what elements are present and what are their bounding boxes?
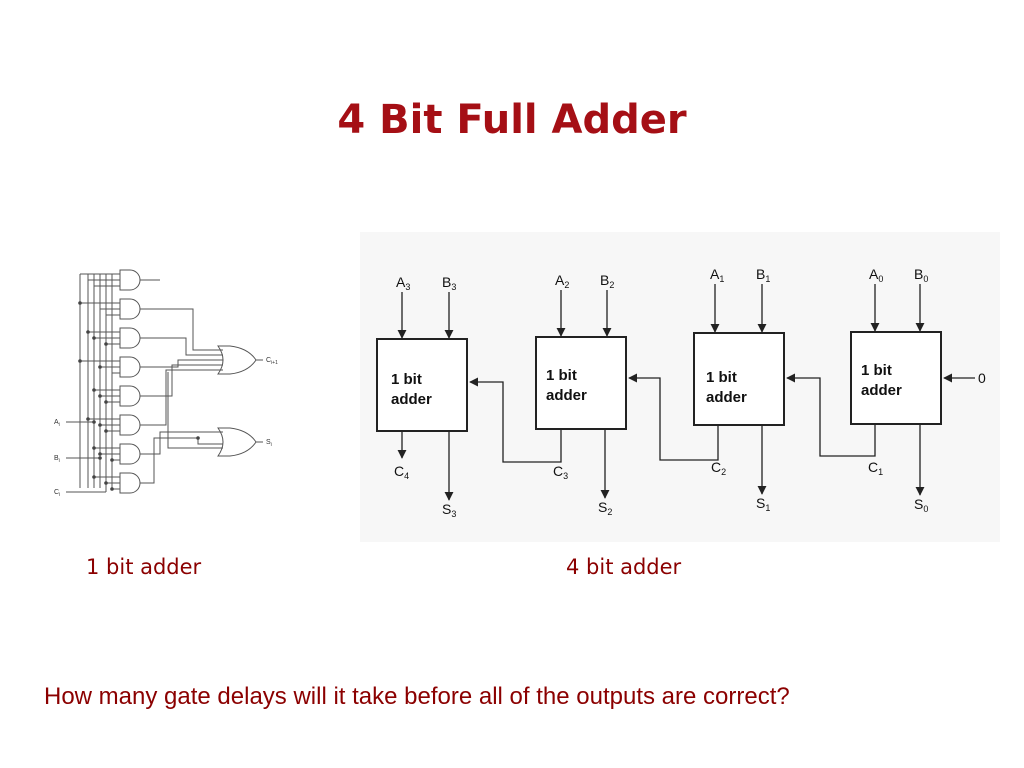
label-b3: B3 (442, 274, 456, 292)
output-label-carry: Ci+1 (266, 357, 278, 366)
block-2-label-line2: adder (546, 387, 587, 404)
block-2-label-line1: 1 bit (546, 367, 577, 384)
question-text: How many gate delays will it take before… (44, 683, 790, 710)
caption-four-bit-adder: 4 bit adder (566, 555, 682, 579)
label-a0: A0 (869, 266, 883, 284)
output-label-sum: Si (266, 439, 272, 448)
label-b0: B0 (914, 266, 928, 284)
block-3-label-line2: adder (391, 391, 432, 408)
label-b2: B2 (600, 272, 614, 290)
four-bit-ripple-adder-diagram: 1 bit adder 1 bit adder 1 bit adder 1 bi… (360, 232, 1000, 542)
label-a2: A2 (555, 272, 569, 290)
label-c2: C2 (711, 459, 726, 477)
label-c1: C1 (868, 459, 883, 477)
block-1-label-line1: 1 bit (706, 369, 737, 386)
block-1-label-line2: adder (706, 389, 747, 406)
block-0-label-line1: 1 bit (861, 362, 892, 379)
label-c3: C3 (553, 463, 568, 481)
input-label-c: Ci (54, 489, 60, 498)
block-0-label-line2: adder (861, 382, 902, 399)
label-s3: S3 (442, 501, 456, 519)
label-s0: S0 (914, 496, 928, 514)
slide-title: 4 Bit Full Adder (337, 96, 687, 143)
label-s1: S1 (756, 495, 770, 513)
label-a1: A1 (710, 266, 724, 284)
carry-in-label: 0 (978, 370, 986, 386)
label-c4: C4 (394, 463, 409, 481)
block-3-label-line1: 1 bit (391, 371, 422, 388)
one-bit-adder-gate-diagram: Ai Bi Ci Ci+1 Si (54, 269, 278, 498)
label-s2: S2 (598, 499, 612, 517)
input-label-b: Bi (54, 455, 60, 464)
label-a3: A3 (396, 274, 410, 292)
caption-one-bit-adder: 1 bit adder (86, 555, 202, 579)
input-label-a: Ai (54, 419, 60, 428)
label-b1: B1 (756, 266, 770, 284)
